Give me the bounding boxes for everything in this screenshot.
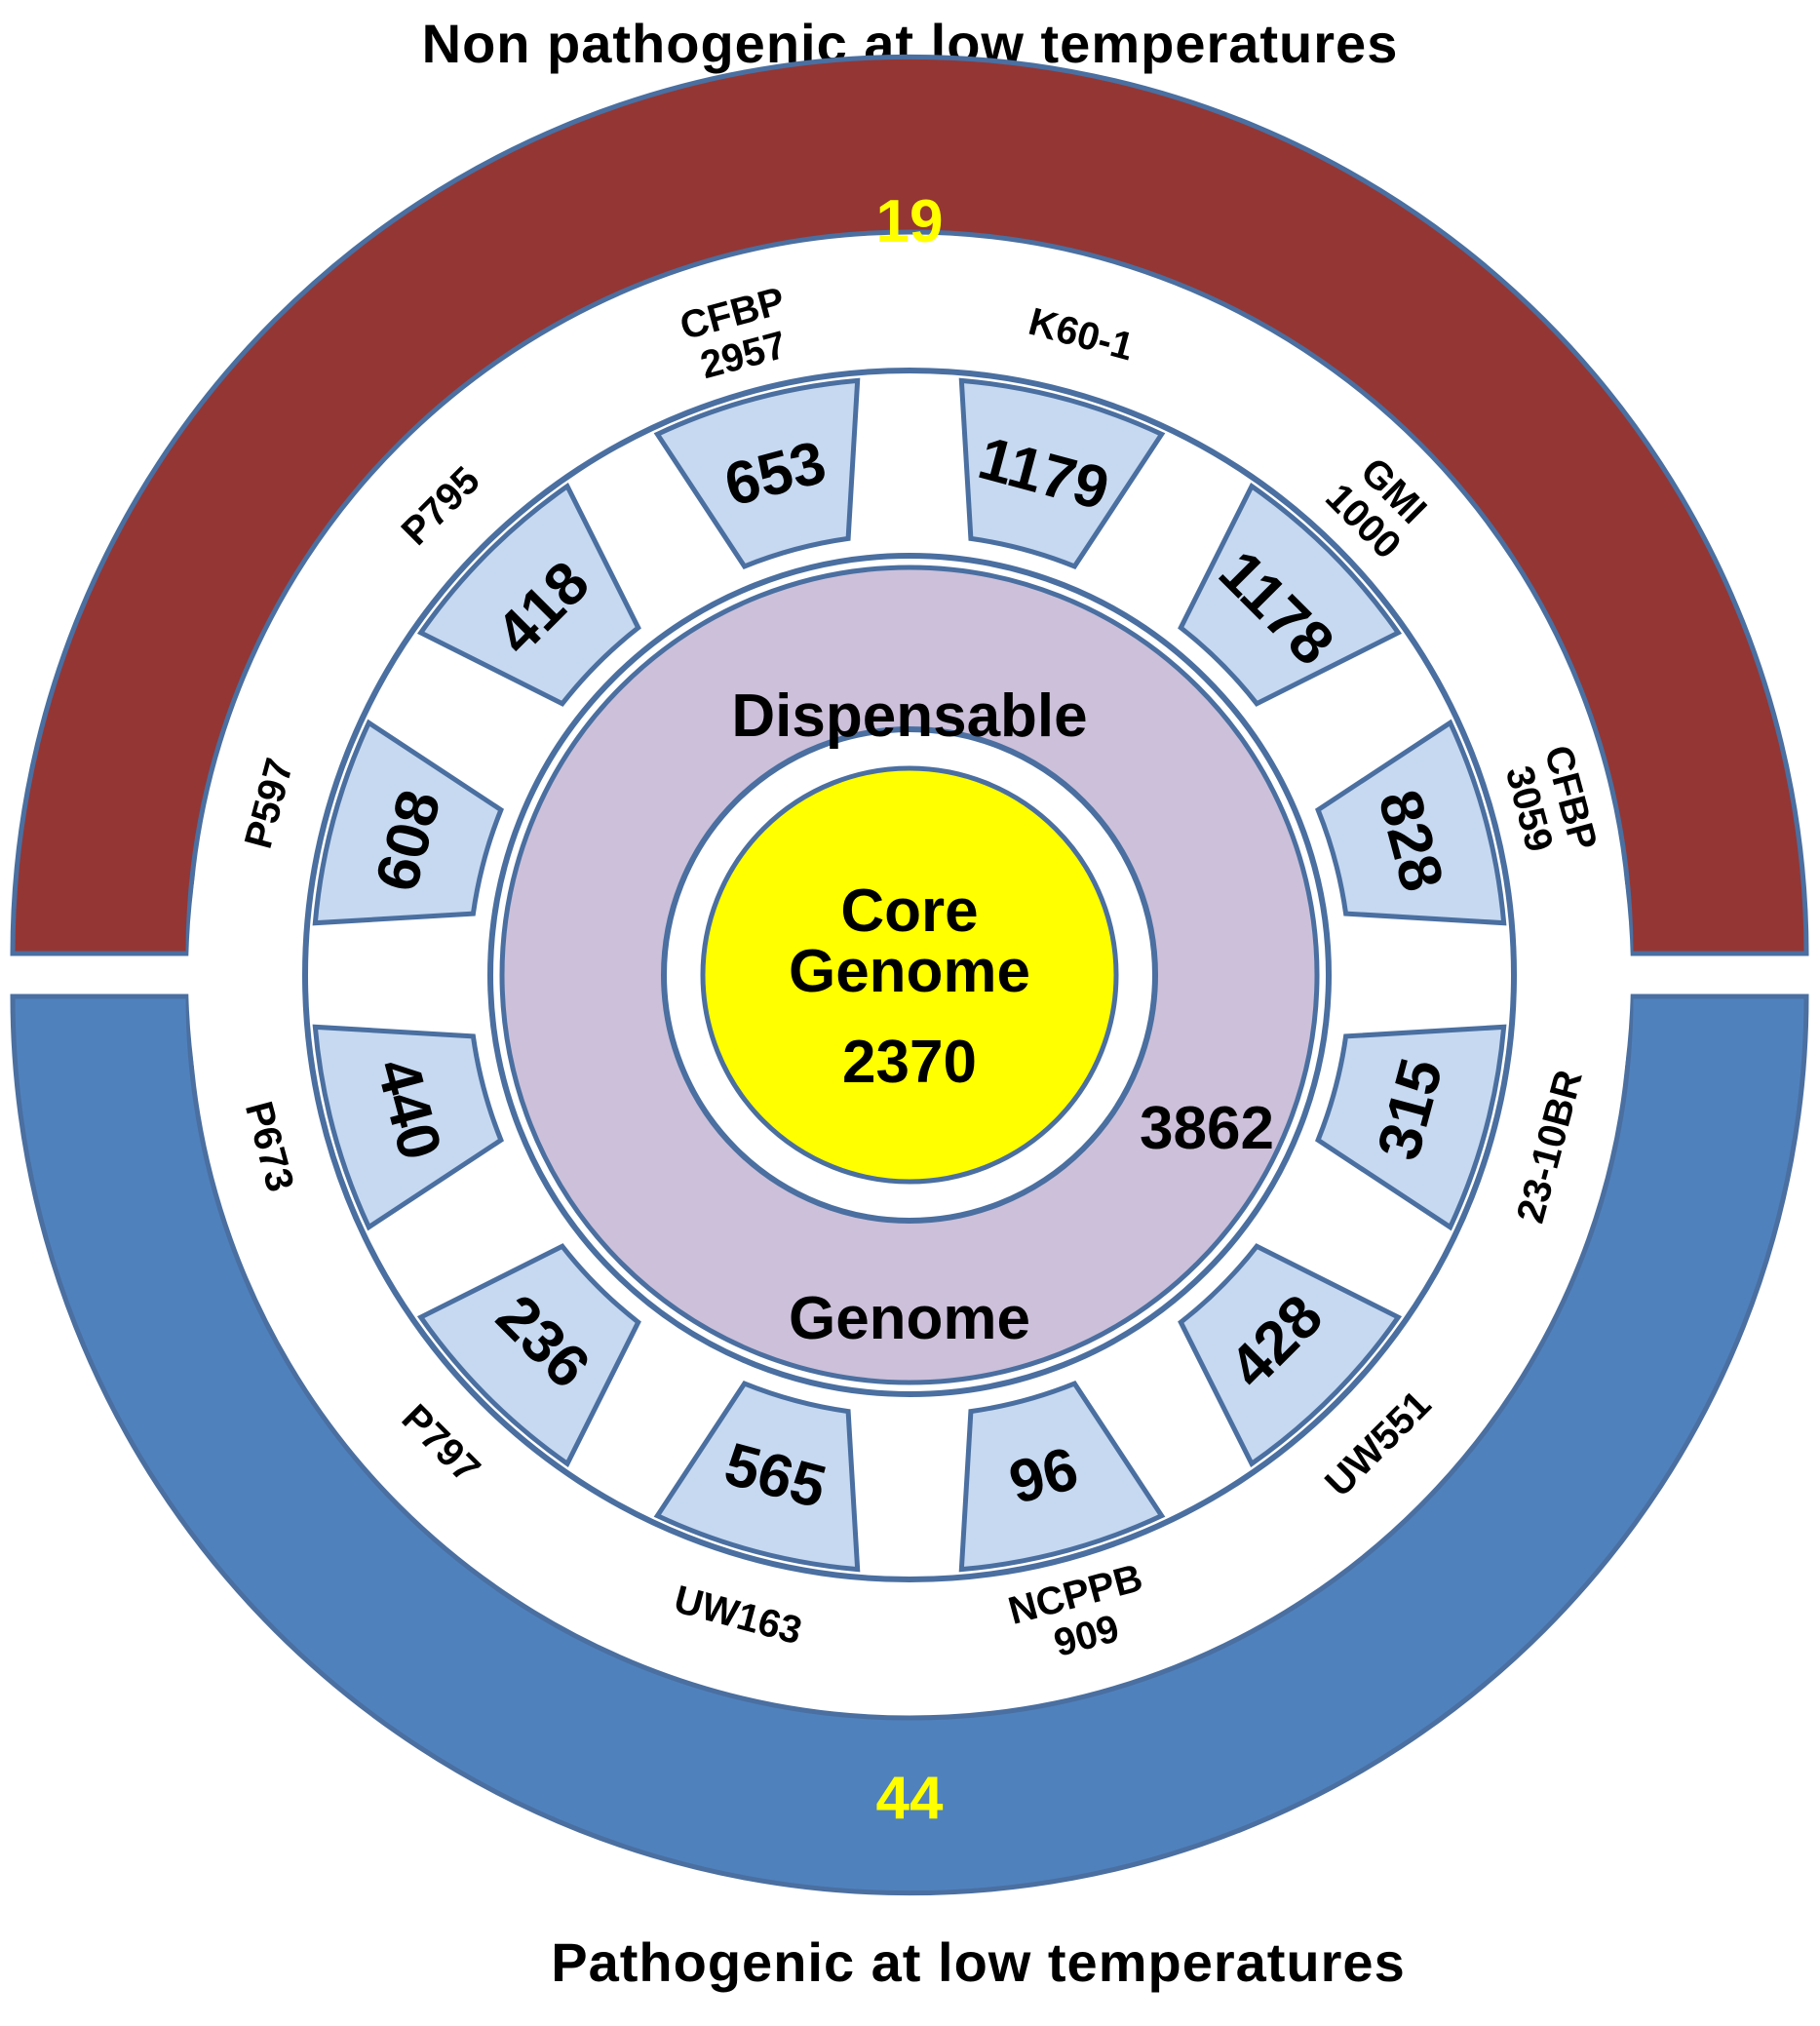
dispensable-count: 3862	[1140, 1095, 1274, 1162]
strain-segment	[312, 1024, 504, 1231]
core-genome-disc	[700, 765, 1119, 1185]
strain-segment	[1315, 1024, 1507, 1231]
core-label-line1: Core	[840, 877, 978, 945]
strain-segment	[416, 482, 641, 707]
core-label-line2: Genome	[789, 938, 1030, 1005]
strain-segment	[312, 719, 504, 926]
strain-segment	[958, 377, 1166, 569]
bottom-caption: Pathogenic at low temperatures	[551, 1931, 1406, 1993]
genome-label: Genome	[789, 1285, 1030, 1352]
strain-segment	[1178, 482, 1403, 707]
non-pathogenic-arc	[10, 54, 1809, 956]
strain-segment	[416, 1243, 641, 1468]
strain-segment	[958, 1381, 1166, 1573]
strain-segment	[653, 1381, 861, 1573]
dispensable-label: Dispensable	[731, 682, 1087, 750]
non-pathogenic-count: 19	[876, 188, 944, 255]
strain-segment	[1178, 1243, 1403, 1468]
strain-gene-count: 96	[1002, 1435, 1084, 1517]
core-count: 2370	[842, 1029, 977, 1096]
strain-segment	[1315, 719, 1507, 926]
pathogenic-count: 44	[876, 1765, 944, 1832]
pathogenic-arc	[10, 994, 1809, 1896]
strain-segment	[653, 377, 861, 569]
